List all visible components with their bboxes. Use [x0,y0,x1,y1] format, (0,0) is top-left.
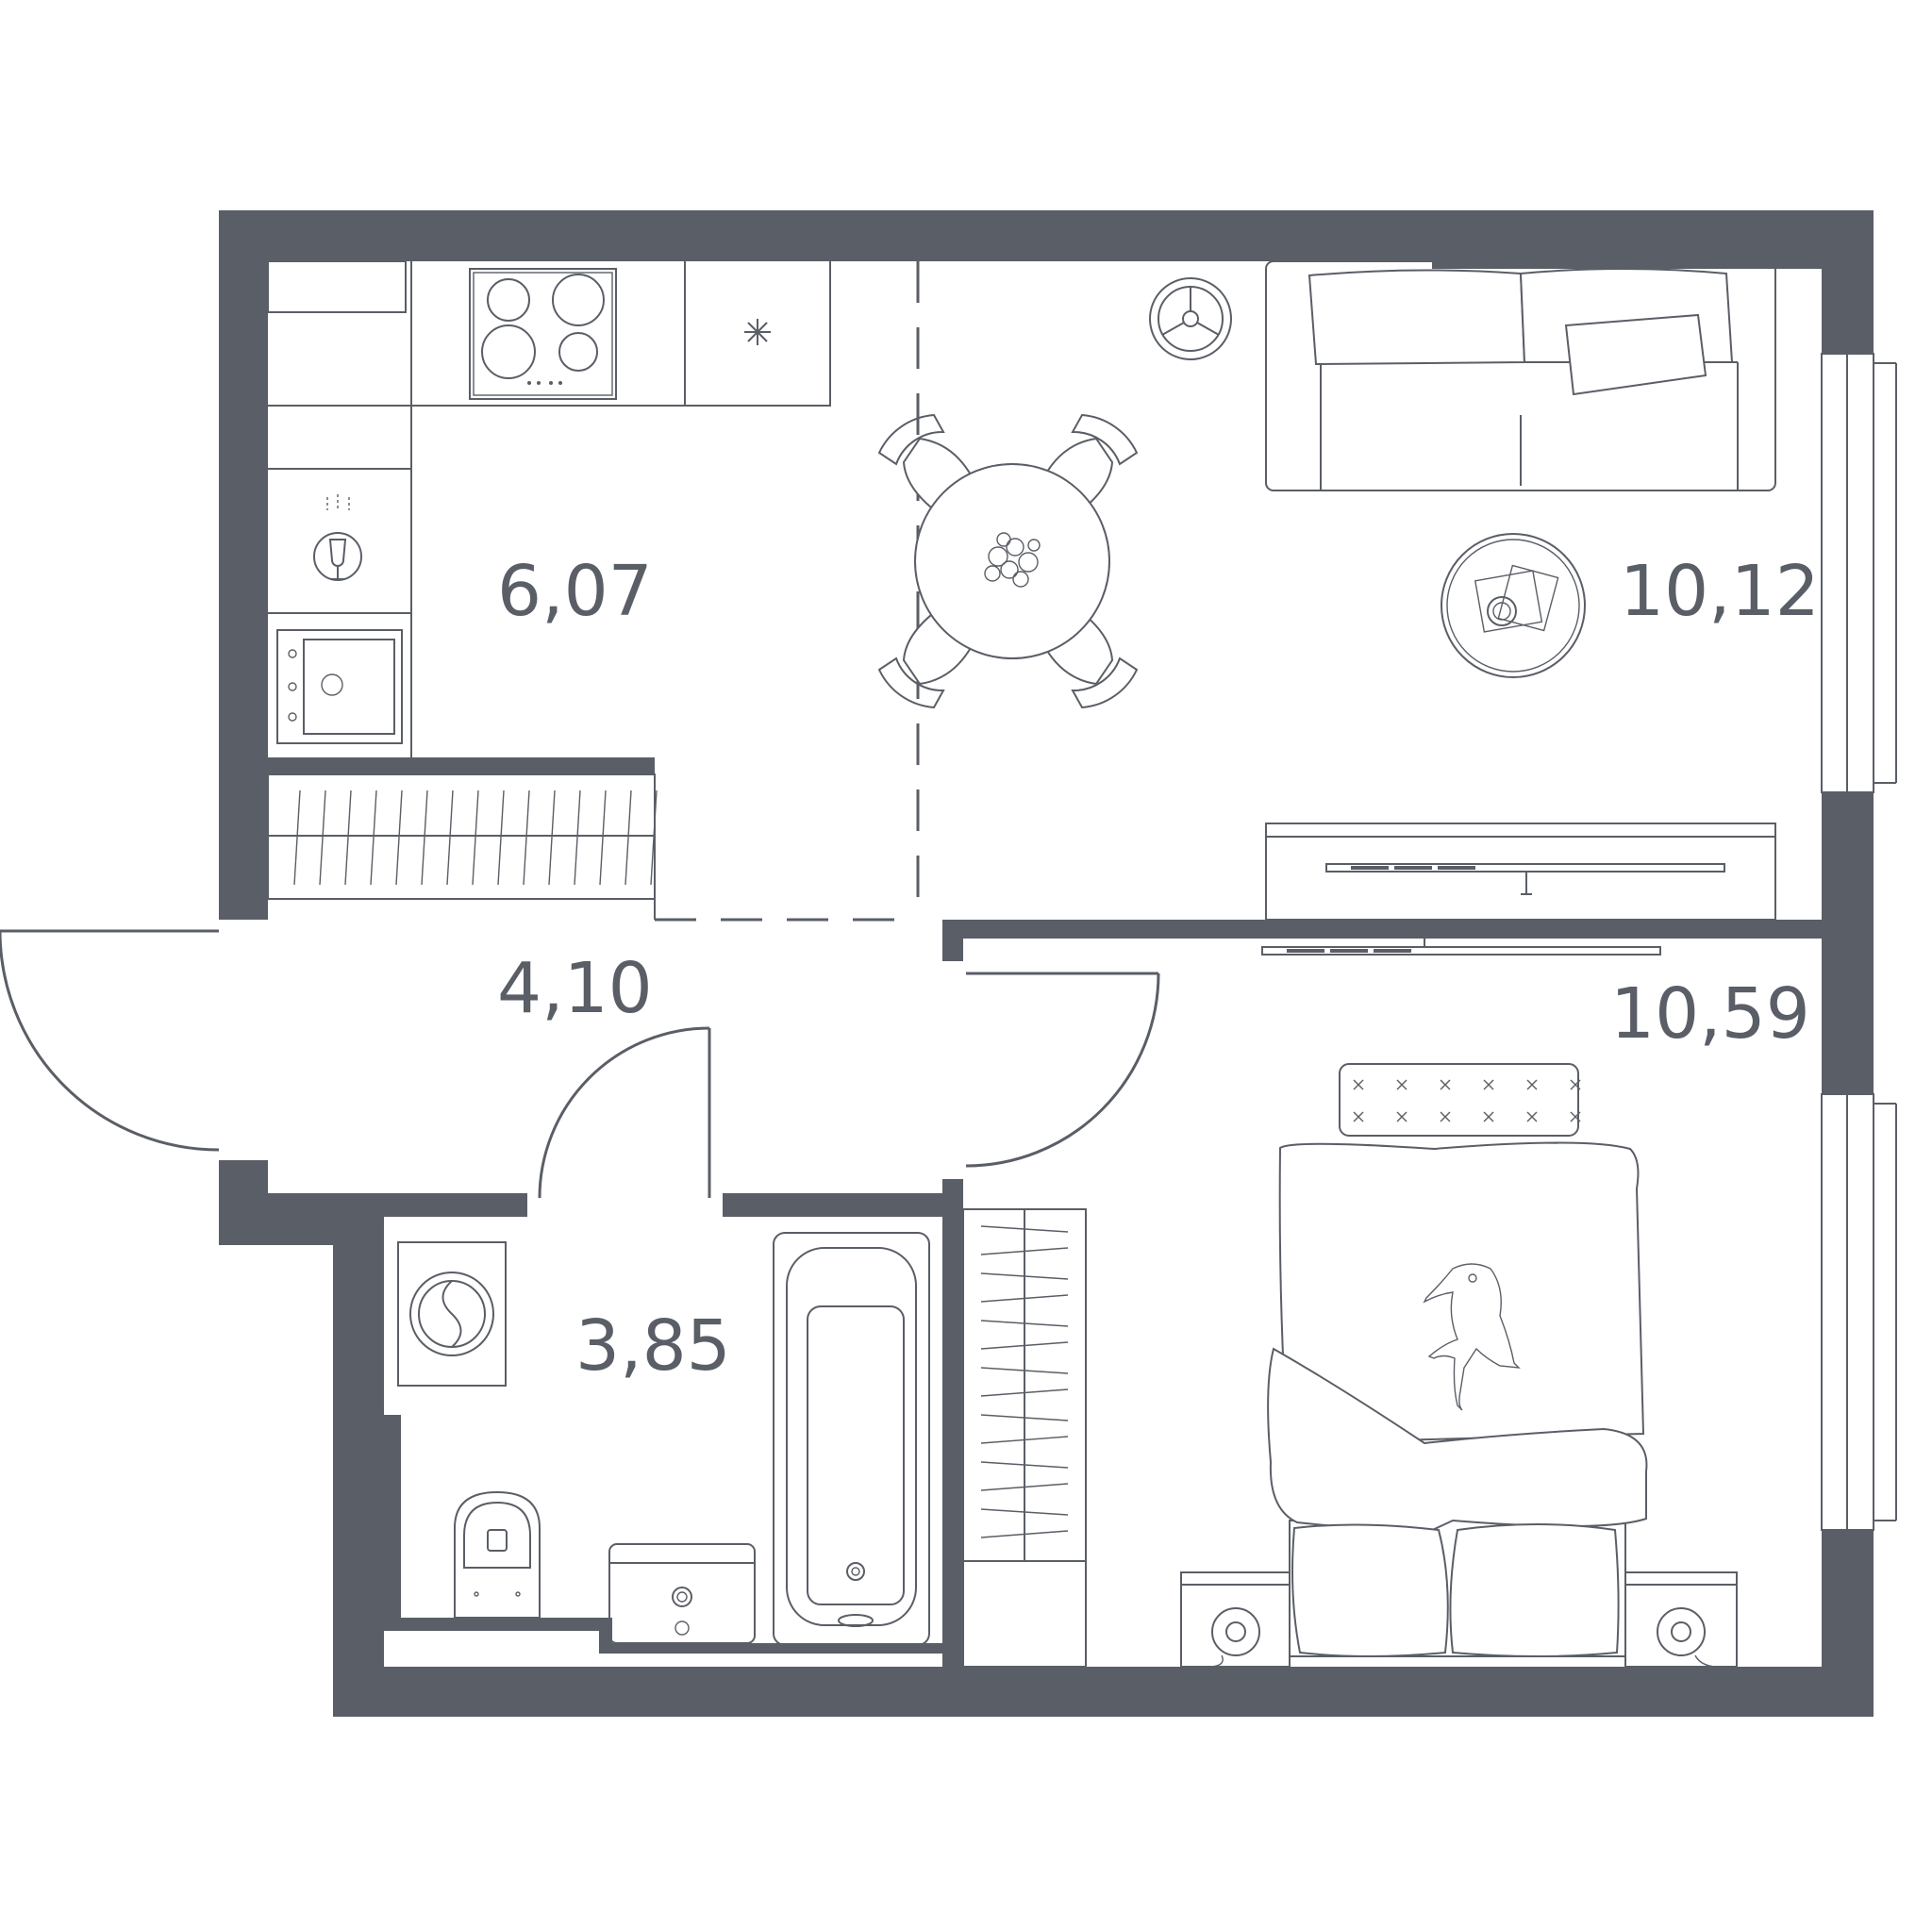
hanger-line [1440,1111,1451,1122]
hanger-line [293,789,301,886]
bathroom-door [538,1026,711,1199]
dining-table [877,413,1139,709]
entrance-door [0,929,220,1152]
bedroom-door [965,972,1160,1168]
hanger-line [319,789,326,886]
hanger-line [980,1341,1069,1350]
hanger-line [395,789,403,886]
nightstand-left [1180,1571,1291,1668]
hanger-line [370,789,377,886]
bedroom-tv [1261,939,1661,956]
hanger-line [980,1461,1069,1469]
hanger-line [1526,1079,1538,1090]
sofa [1265,260,1776,491]
hanger-line [574,789,581,886]
bathtub-icon [773,1232,930,1646]
hanger-line [980,1530,1069,1538]
hanger-line [1353,1079,1364,1090]
stove-icon [469,268,617,400]
window-living [1821,353,1897,793]
hanger-line [625,789,632,886]
kitchen-area-label: 6,07 [497,551,653,632]
plant-icon [984,532,1041,588]
hallway-wardrobe [267,773,658,900]
hanger-line [980,1367,1069,1374]
kitchen-counter [267,260,831,757]
bathroom-area-label: 3,85 [575,1305,731,1387]
hanger-line [1396,1079,1407,1090]
hanger-line [599,789,607,886]
hallway-area-label: 4,10 [497,948,653,1029]
hanger-line [421,789,428,886]
hanger-line [980,1272,1069,1280]
hanger-line [344,789,352,886]
hanger-line [523,789,530,886]
hanger-line [1483,1079,1494,1090]
hanger-line [650,789,658,886]
hanger-line [980,1414,1069,1421]
fridge-icon [744,319,771,345]
bed [1267,1141,1648,1657]
hanger-line [980,1483,1069,1491]
hanger-line [472,789,479,886]
hanger-line [1483,1111,1494,1122]
hanger-line [1353,1111,1364,1122]
washing-machine-icon [397,1241,507,1387]
hanger-line [980,1225,1069,1233]
hanger-line [548,789,556,886]
coffee-table [1441,533,1586,678]
hanger-line [980,1247,1069,1255]
hanger-line [980,1294,1069,1303]
floor-lamp-icon [1149,277,1232,360]
hanger-line [1440,1079,1451,1090]
hanger-line [980,1436,1069,1444]
walls [219,210,1874,1717]
living-area-label: 10,12 [1620,551,1820,632]
hanger-line [446,789,454,886]
bedroom-rug [1339,1063,1581,1137]
toilet-icon [454,1490,541,1619]
hanger-line [1526,1111,1538,1122]
tv-stand [1265,823,1776,921]
hanger-line [497,789,505,886]
hanger-line [1570,1079,1581,1090]
bedroom-area-label: 10,59 [1610,973,1810,1055]
cat-icon [1423,1263,1521,1411]
nightstand-right [1624,1571,1738,1668]
window-bedroom [1821,1093,1897,1531]
hanger-line [1396,1111,1407,1122]
hanger-line [980,1320,1069,1327]
dishwasher-icon [313,494,362,581]
hanger-line [980,1388,1069,1397]
zone-dividers [654,261,920,922]
bedroom-wardrobe [962,1208,1087,1668]
sink-icon [276,629,403,744]
hanger-line [1570,1111,1581,1122]
bathroom-sink-icon [608,1543,756,1644]
hanger-line [980,1508,1069,1516]
